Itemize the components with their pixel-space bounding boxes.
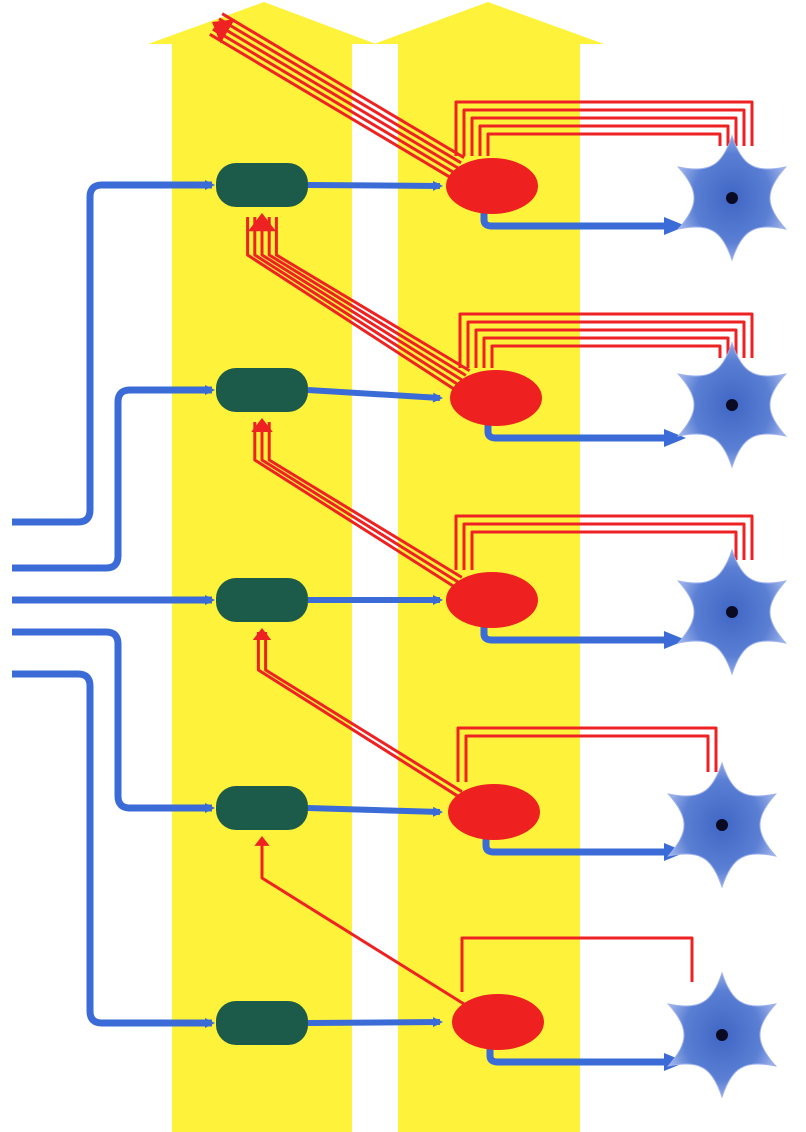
input-line	[12, 670, 215, 1028]
feedback-bundle	[251, 418, 463, 588]
columns-layer	[148, 2, 604, 1132]
feedback-line	[260, 840, 465, 1006]
feedback-bundle	[252, 628, 463, 798]
feedback-arrowhead	[212, 19, 235, 44]
feedback-line	[212, 27, 456, 175]
self-loop-line	[456, 726, 718, 782]
nucleus	[726, 606, 738, 618]
feedback-arrowhead	[252, 628, 272, 640]
self-loop-line	[470, 116, 738, 156]
nucleus	[726, 192, 738, 204]
self-loop-line	[474, 328, 738, 368]
feedback-line	[260, 422, 459, 584]
red-node	[452, 994, 544, 1050]
self-loop-line	[454, 100, 754, 156]
relay-line	[307, 1017, 443, 1028]
self-loop-line	[454, 514, 754, 570]
input-line	[12, 180, 215, 526]
self-loop-line	[478, 124, 730, 156]
self-loop-bundle	[456, 726, 718, 782]
red-node	[446, 572, 538, 628]
self-loop-line	[482, 336, 730, 368]
feedback-line	[209, 33, 453, 180]
nucleus	[716, 819, 728, 831]
self-loop-line	[466, 320, 746, 368]
input-line	[12, 628, 215, 813]
feedback-arrowhead	[248, 213, 276, 232]
red-node	[450, 370, 542, 426]
feedback-line	[264, 632, 463, 793]
relay-line	[307, 387, 443, 403]
self-loop-line	[486, 132, 722, 156]
feedback-bundle	[254, 836, 465, 1006]
output-line	[484, 418, 686, 447]
feedback-bundle	[246, 213, 471, 391]
feedback-line	[253, 422, 455, 588]
feedback-line	[246, 217, 456, 391]
output-line	[480, 620, 686, 649]
feedback-line	[256, 632, 459, 798]
self-loop-bundle	[458, 312, 754, 368]
output-line	[482, 832, 686, 861]
self-loop-line	[464, 734, 710, 782]
self-loop-line	[462, 108, 746, 156]
input-line	[12, 385, 215, 572]
nodes-layer	[216, 134, 788, 1099]
feedback-lines	[209, 12, 754, 1006]
input-lines	[12, 180, 686, 1071]
feedback-arrowhead	[251, 418, 273, 433]
self-loop-bundle	[454, 100, 754, 156]
feedback-line	[221, 12, 465, 159]
relay-line	[307, 805, 443, 817]
feedback-line	[267, 422, 463, 579]
feedback-line	[215, 22, 459, 170]
self-loop-bundle	[460, 936, 694, 992]
self-loop-line	[470, 530, 738, 570]
green-node	[216, 578, 308, 622]
relay-line	[307, 180, 443, 191]
self-loop-line	[490, 344, 722, 368]
self-loop-bundle	[454, 514, 754, 570]
green-node	[216, 1001, 308, 1045]
green-node	[216, 163, 308, 207]
red-node	[448, 784, 540, 840]
self-loop-line	[458, 312, 754, 368]
nucleus	[716, 1029, 728, 1041]
output-line	[486, 1042, 686, 1071]
green-node	[216, 786, 308, 830]
feedback-line	[274, 217, 471, 373]
self-loop-line	[462, 522, 746, 570]
green-node	[216, 368, 308, 412]
output-line	[480, 206, 686, 235]
red-node	[446, 158, 538, 214]
feedback-line	[218, 17, 462, 165]
feedback-arrowhead	[254, 836, 270, 846]
self-loop-line	[460, 936, 694, 992]
feedback-bundle	[209, 12, 465, 180]
nucleus	[726, 399, 738, 411]
